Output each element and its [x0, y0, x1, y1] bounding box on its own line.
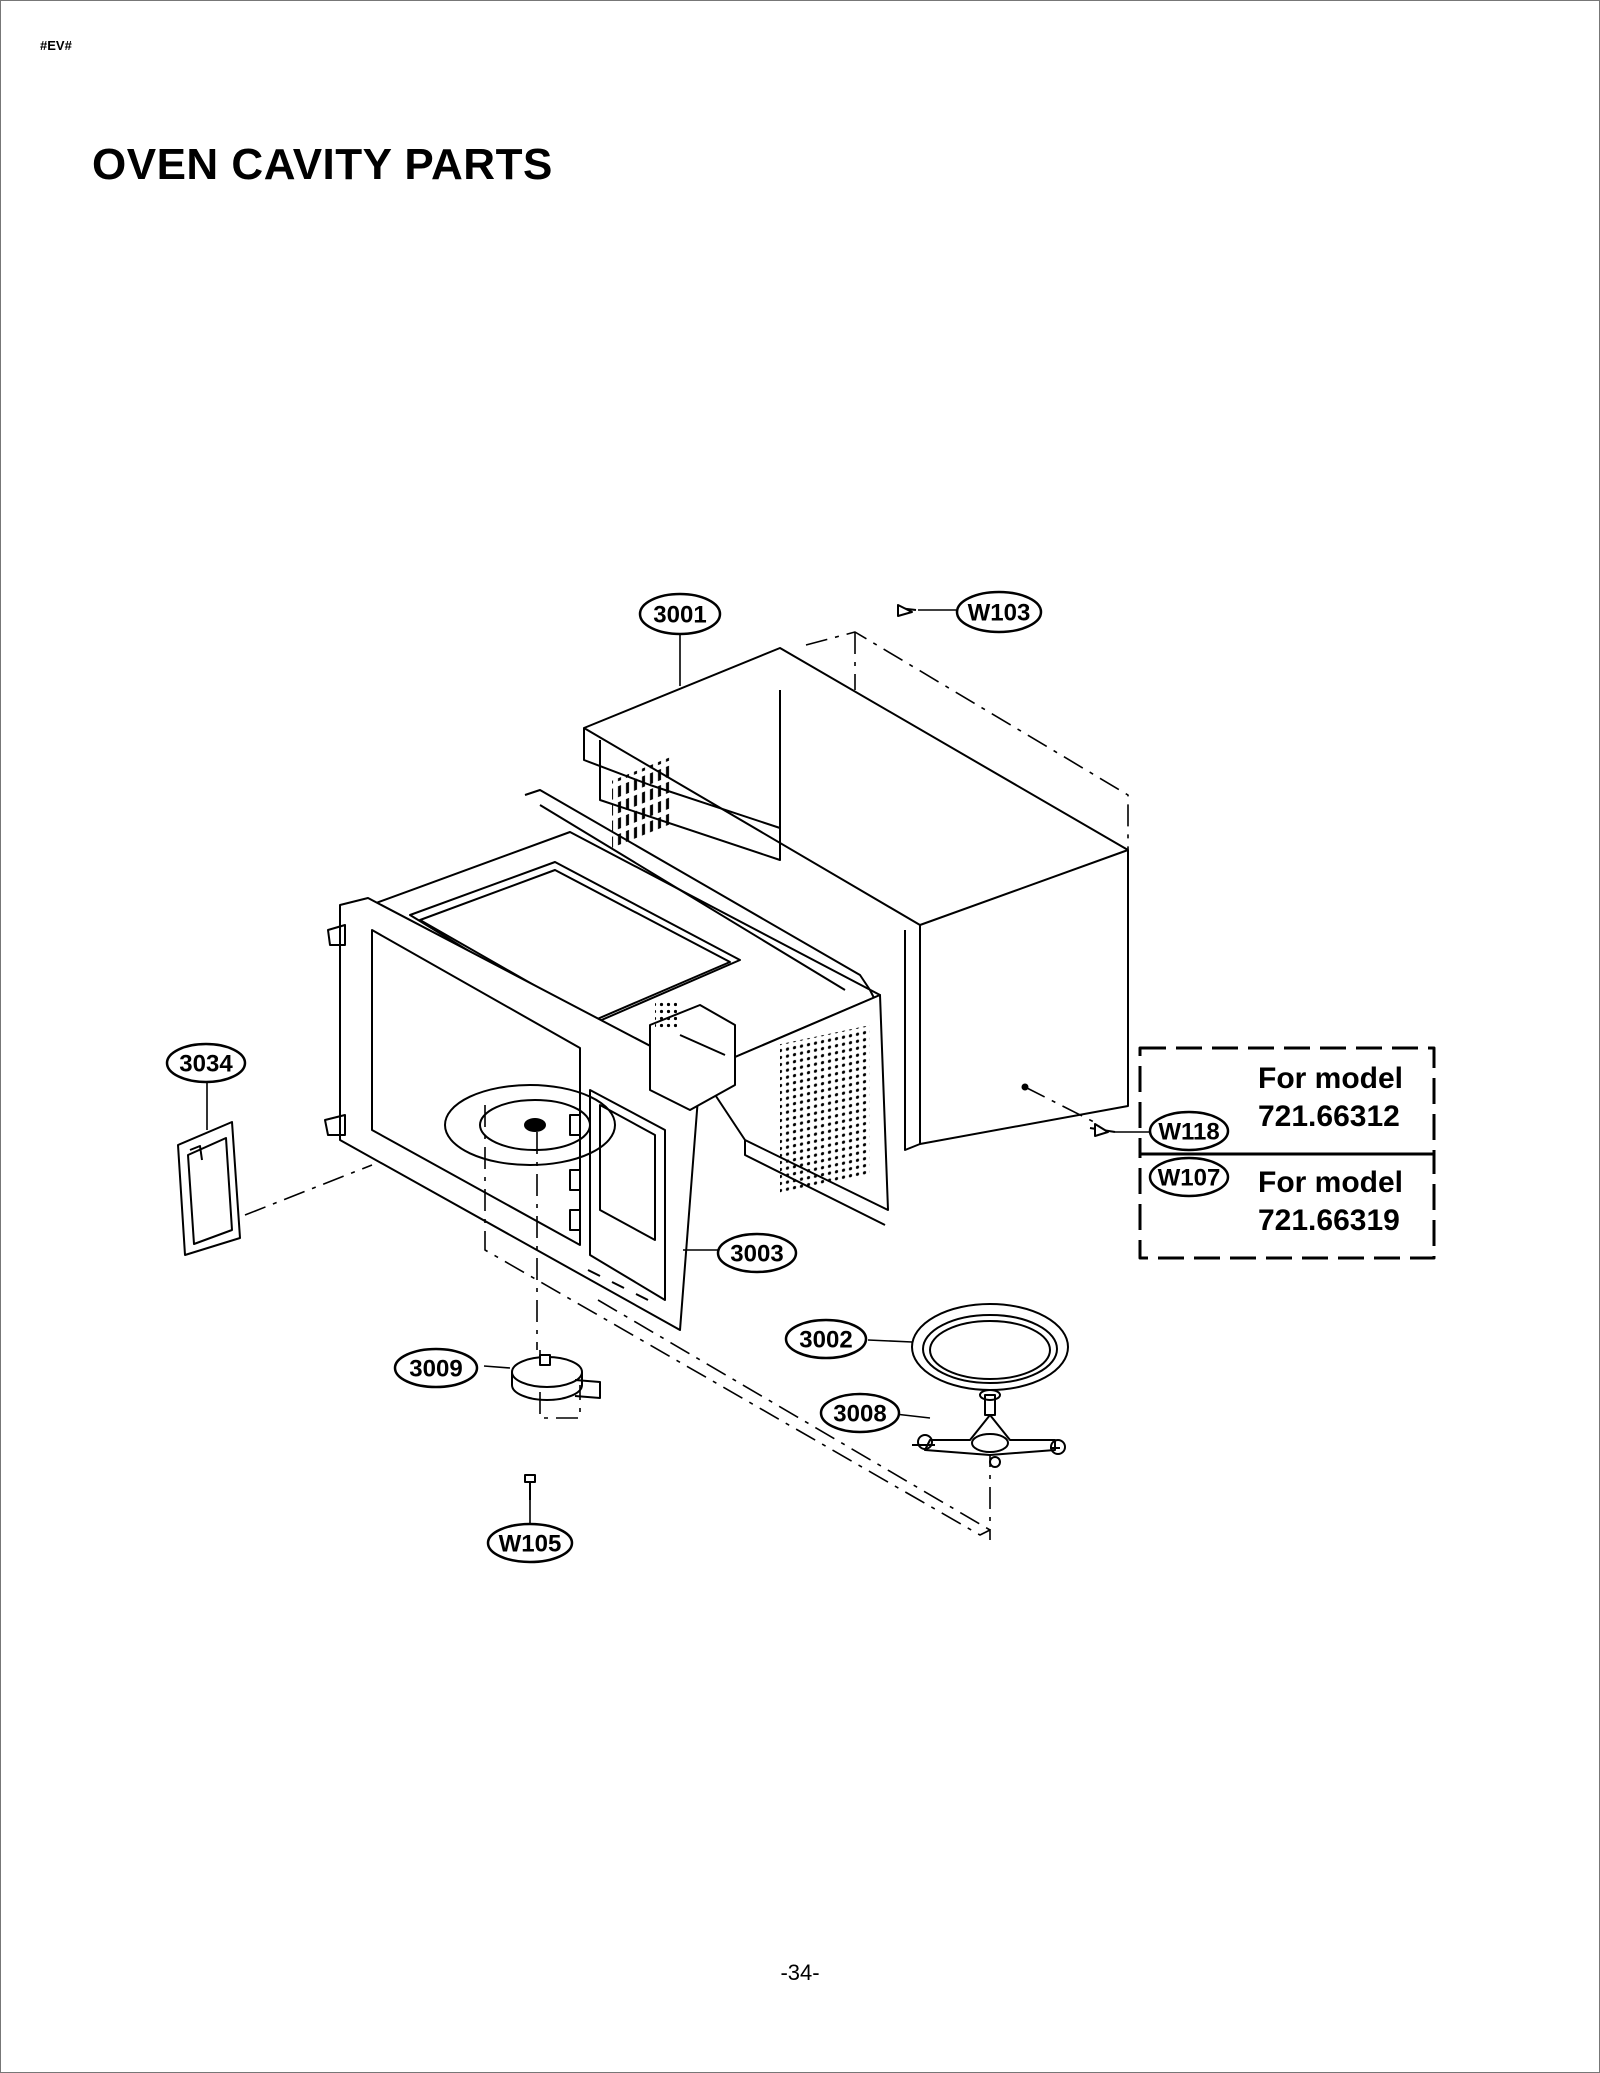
model-boxes: [1138, 1046, 1436, 1260]
part-label-w105: W105: [499, 1531, 562, 1558]
label-3008-oval: [819, 1392, 901, 1434]
screw-w103-drawing: [897, 604, 917, 617]
screw-w118-drawing: [1089, 1123, 1116, 1137]
part-label-3008: 3008: [833, 1401, 886, 1428]
inner-cavity-drawing: [324, 789, 889, 1331]
part-label-w103: W103: [968, 600, 1031, 627]
header-code: #EV#: [40, 38, 72, 53]
roller-ring-drawing: [912, 1389, 1066, 1468]
part-label-3009: 3009: [409, 1356, 462, 1383]
page-title: OVEN CAVITY PARTS: [92, 140, 553, 189]
model-note-upper-line1: For model: [1258, 1062, 1404, 1095]
label-w118-oval: [1148, 1110, 1230, 1152]
part-label-3002: 3002: [799, 1327, 852, 1354]
case-guide-lines: [805, 631, 1129, 1126]
outer-case-drawing: [583, 647, 1129, 1151]
label-w105-oval: [486, 1522, 574, 1564]
label-3009-oval: [393, 1347, 479, 1389]
part-label-3034: 3034: [179, 1051, 233, 1078]
screw-w105-drawing: [524, 1474, 536, 1500]
label-w107-oval: [1148, 1156, 1230, 1198]
waveguide-cover-drawing: [177, 1121, 241, 1256]
part-label-w118: W118: [1158, 1119, 1219, 1146]
part-label-3003: 3003: [730, 1241, 783, 1268]
leader-lines: [206, 609, 1150, 1530]
part-label-3001: 3001: [653, 602, 706, 629]
model-note-lower-line2: 721.66319: [1258, 1204, 1400, 1237]
model-note-upper: For model 721.66312: [1258, 1060, 1403, 1136]
part-label-w107: W107: [1158, 1165, 1221, 1192]
model-note-upper-line2: 721.66312: [1258, 1100, 1400, 1133]
label-3002-oval: [784, 1318, 868, 1360]
page-number: -34-: [780, 1960, 820, 1985]
label-3003-oval: [716, 1232, 798, 1274]
turntable-motor-drawing: [511, 1354, 601, 1401]
label-w103-oval: [955, 590, 1043, 634]
label-3034-oval: [165, 1042, 247, 1084]
label-3001-oval: [638, 592, 722, 636]
model-note-lower: For model 721.66319: [1258, 1164, 1403, 1240]
glass-tray-drawing: [911, 1303, 1069, 1391]
model-note-lower-line1: For model: [1258, 1166, 1404, 1199]
